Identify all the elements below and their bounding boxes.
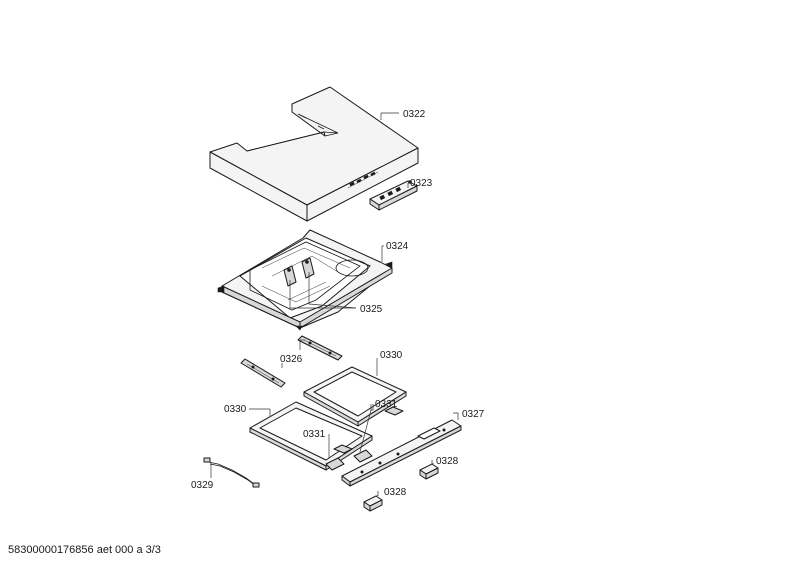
right-connector-part bbox=[419, 462, 439, 480]
leader-0326 bbox=[299, 339, 305, 350]
switch-module-part bbox=[369, 180, 418, 211]
callout-0328-right: 0328 bbox=[436, 456, 459, 467]
left-connector-part bbox=[363, 494, 383, 512]
base-chassis-part bbox=[217, 229, 393, 331]
callout-0322: 0322 bbox=[403, 109, 426, 120]
top-cover-part bbox=[209, 86, 419, 222]
leader-0331-right bbox=[370, 404, 374, 411]
leader-0327 bbox=[453, 412, 459, 420]
callout-0330-left: 0330 bbox=[224, 404, 247, 415]
callout-0327: 0327 bbox=[462, 409, 485, 420]
cable-harness-part bbox=[203, 457, 260, 488]
right-filter-latch-part bbox=[353, 406, 404, 463]
callout-0329: 0329 bbox=[191, 480, 214, 491]
lower-rail-part bbox=[240, 358, 286, 388]
callout-0324: 0324 bbox=[386, 241, 409, 252]
right-grease-filter-part bbox=[303, 366, 407, 427]
callout-0323: 0323 bbox=[410, 178, 433, 189]
callout-0328-left: 0328 bbox=[384, 487, 407, 498]
callout-0326: 0326 bbox=[280, 354, 303, 365]
callout-0331-left: 0331 bbox=[303, 429, 326, 440]
document-id-footer: 58300000176856 aet 000 a 3/3 bbox=[8, 544, 161, 556]
callout-0331-right: 0331 bbox=[375, 399, 398, 410]
left-filter-latch-part bbox=[325, 444, 353, 471]
front-fascia-strip-part bbox=[341, 419, 462, 487]
callout-0325: 0325 bbox=[360, 304, 383, 315]
upper-rail-part bbox=[297, 335, 343, 361]
callout-0330-right: 0330 bbox=[380, 350, 403, 361]
leader-0325 bbox=[289, 280, 356, 309]
